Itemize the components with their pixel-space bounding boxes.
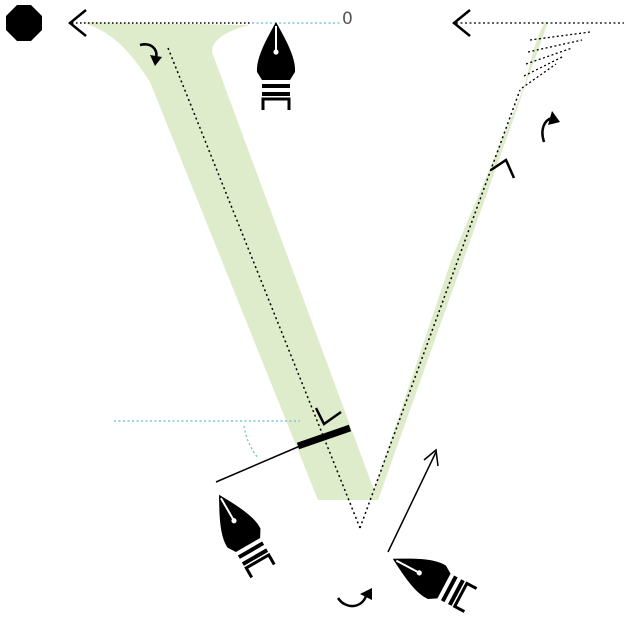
angle-arc — [244, 426, 258, 458]
direction-arrow-icon — [388, 450, 438, 552]
rotation-arrow-icon — [338, 588, 372, 606]
baseline-label: 0 — [342, 9, 353, 29]
nib-connector-line — [216, 446, 300, 482]
pen-nib-icon — [202, 485, 279, 580]
pen-nib-icon — [257, 22, 295, 110]
letter-v-shape — [80, 22, 548, 500]
octagon-marker-icon — [6, 5, 42, 41]
rotation-arrow-icon — [542, 111, 560, 142]
pen-nib-icon — [384, 542, 480, 617]
